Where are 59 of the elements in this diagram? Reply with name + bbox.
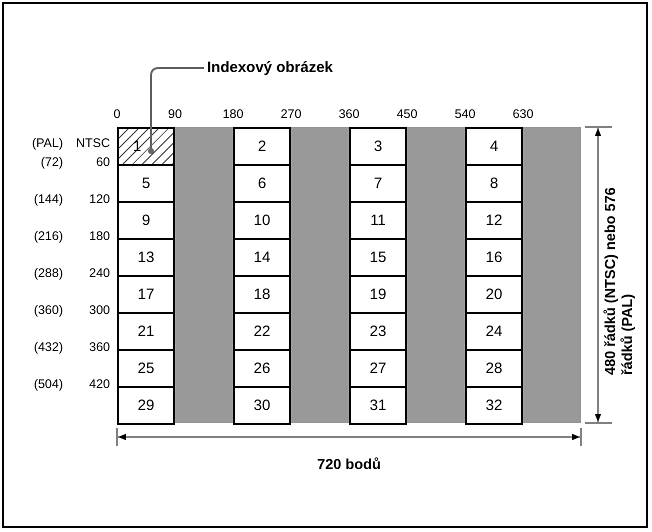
pal-line-label: (216) — [32, 229, 63, 243]
picture-cell: 26 — [233, 349, 291, 388]
axis-tick-label: 0 — [112, 107, 122, 121]
picture-cell: 15 — [349, 238, 407, 277]
ntsc-line-label: 420 — [88, 377, 110, 391]
picture-cell: 17 — [117, 275, 175, 314]
picture-cell: 8 — [465, 164, 523, 203]
pal-line-label: (504) — [32, 377, 63, 391]
picture-cell: 2 — [233, 127, 291, 166]
picture-cell: 18 — [233, 275, 291, 314]
axis-tick-label: 180 — [222, 107, 244, 121]
ntsc-line-label: 120 — [88, 192, 110, 206]
leader-line — [148, 67, 204, 154]
axis-tick-label: 360 — [338, 107, 360, 121]
picture-cell: 21 — [117, 312, 175, 351]
picture-cell: 12 — [465, 201, 523, 240]
picture-cell: 31 — [349, 386, 407, 425]
picture-cell: 5 — [117, 164, 175, 203]
picture-cell: 14 — [233, 238, 291, 277]
pal-line-label: (432) — [32, 340, 63, 354]
picture-cell: 16 — [465, 238, 523, 277]
picture-cell: 9 — [117, 201, 175, 240]
ntsc-line-label: 360 — [88, 340, 110, 354]
picture-cell: 32 — [465, 386, 523, 425]
ntsc-line-label: 60 — [95, 155, 110, 169]
picture-cell: 7 — [349, 164, 407, 203]
picture-cell: 20 — [465, 275, 523, 314]
dimension-label: 480 řádků (NTSC) nebo 576 řádků (PAL) — [603, 186, 637, 375]
ntsc-line-label: NTSC — [74, 136, 110, 150]
picture-cell: 29 — [117, 386, 175, 425]
ntsc-line-label: 180 — [88, 229, 110, 243]
pal-line-label: (144) — [32, 192, 63, 206]
picture-cell: 19 — [349, 275, 407, 314]
picture-cell: 10 — [233, 201, 291, 240]
picture-cell: 6 — [233, 164, 291, 203]
picture-cell: 4 — [465, 127, 523, 166]
ntsc-line-label: 300 — [88, 303, 110, 317]
axis-tick-label: 450 — [396, 107, 418, 121]
axis-tick-label: 540 — [454, 107, 476, 121]
picture-cell: 27 — [349, 349, 407, 388]
picture-cell: 24 — [465, 312, 523, 351]
callout-label: Indexový obrázek — [207, 59, 333, 77]
picture-cell: 25 — [117, 349, 175, 388]
picture-cell: 22 — [233, 312, 291, 351]
pal-line-label: (PAL) — [30, 136, 63, 150]
axis-tick-label: 90 — [167, 107, 183, 121]
pal-line-label: (72) — [40, 155, 63, 169]
picture-cell: 30 — [233, 386, 291, 425]
picture-cell: 23 — [349, 312, 407, 351]
picture-cell: 3 — [349, 127, 407, 166]
axis-tick-label: 630 — [512, 107, 534, 121]
pal-line-label: (360) — [32, 303, 63, 317]
ntsc-line-label: 240 — [88, 266, 110, 280]
axis-tick-label: 270 — [280, 107, 302, 121]
dimension-label: 720 bodů — [316, 457, 382, 474]
pal-line-label: (288) — [32, 266, 63, 280]
picture-cell: 13 — [117, 238, 175, 277]
picture-cell: 28 — [465, 349, 523, 388]
picture-cell: 11 — [349, 201, 407, 240]
